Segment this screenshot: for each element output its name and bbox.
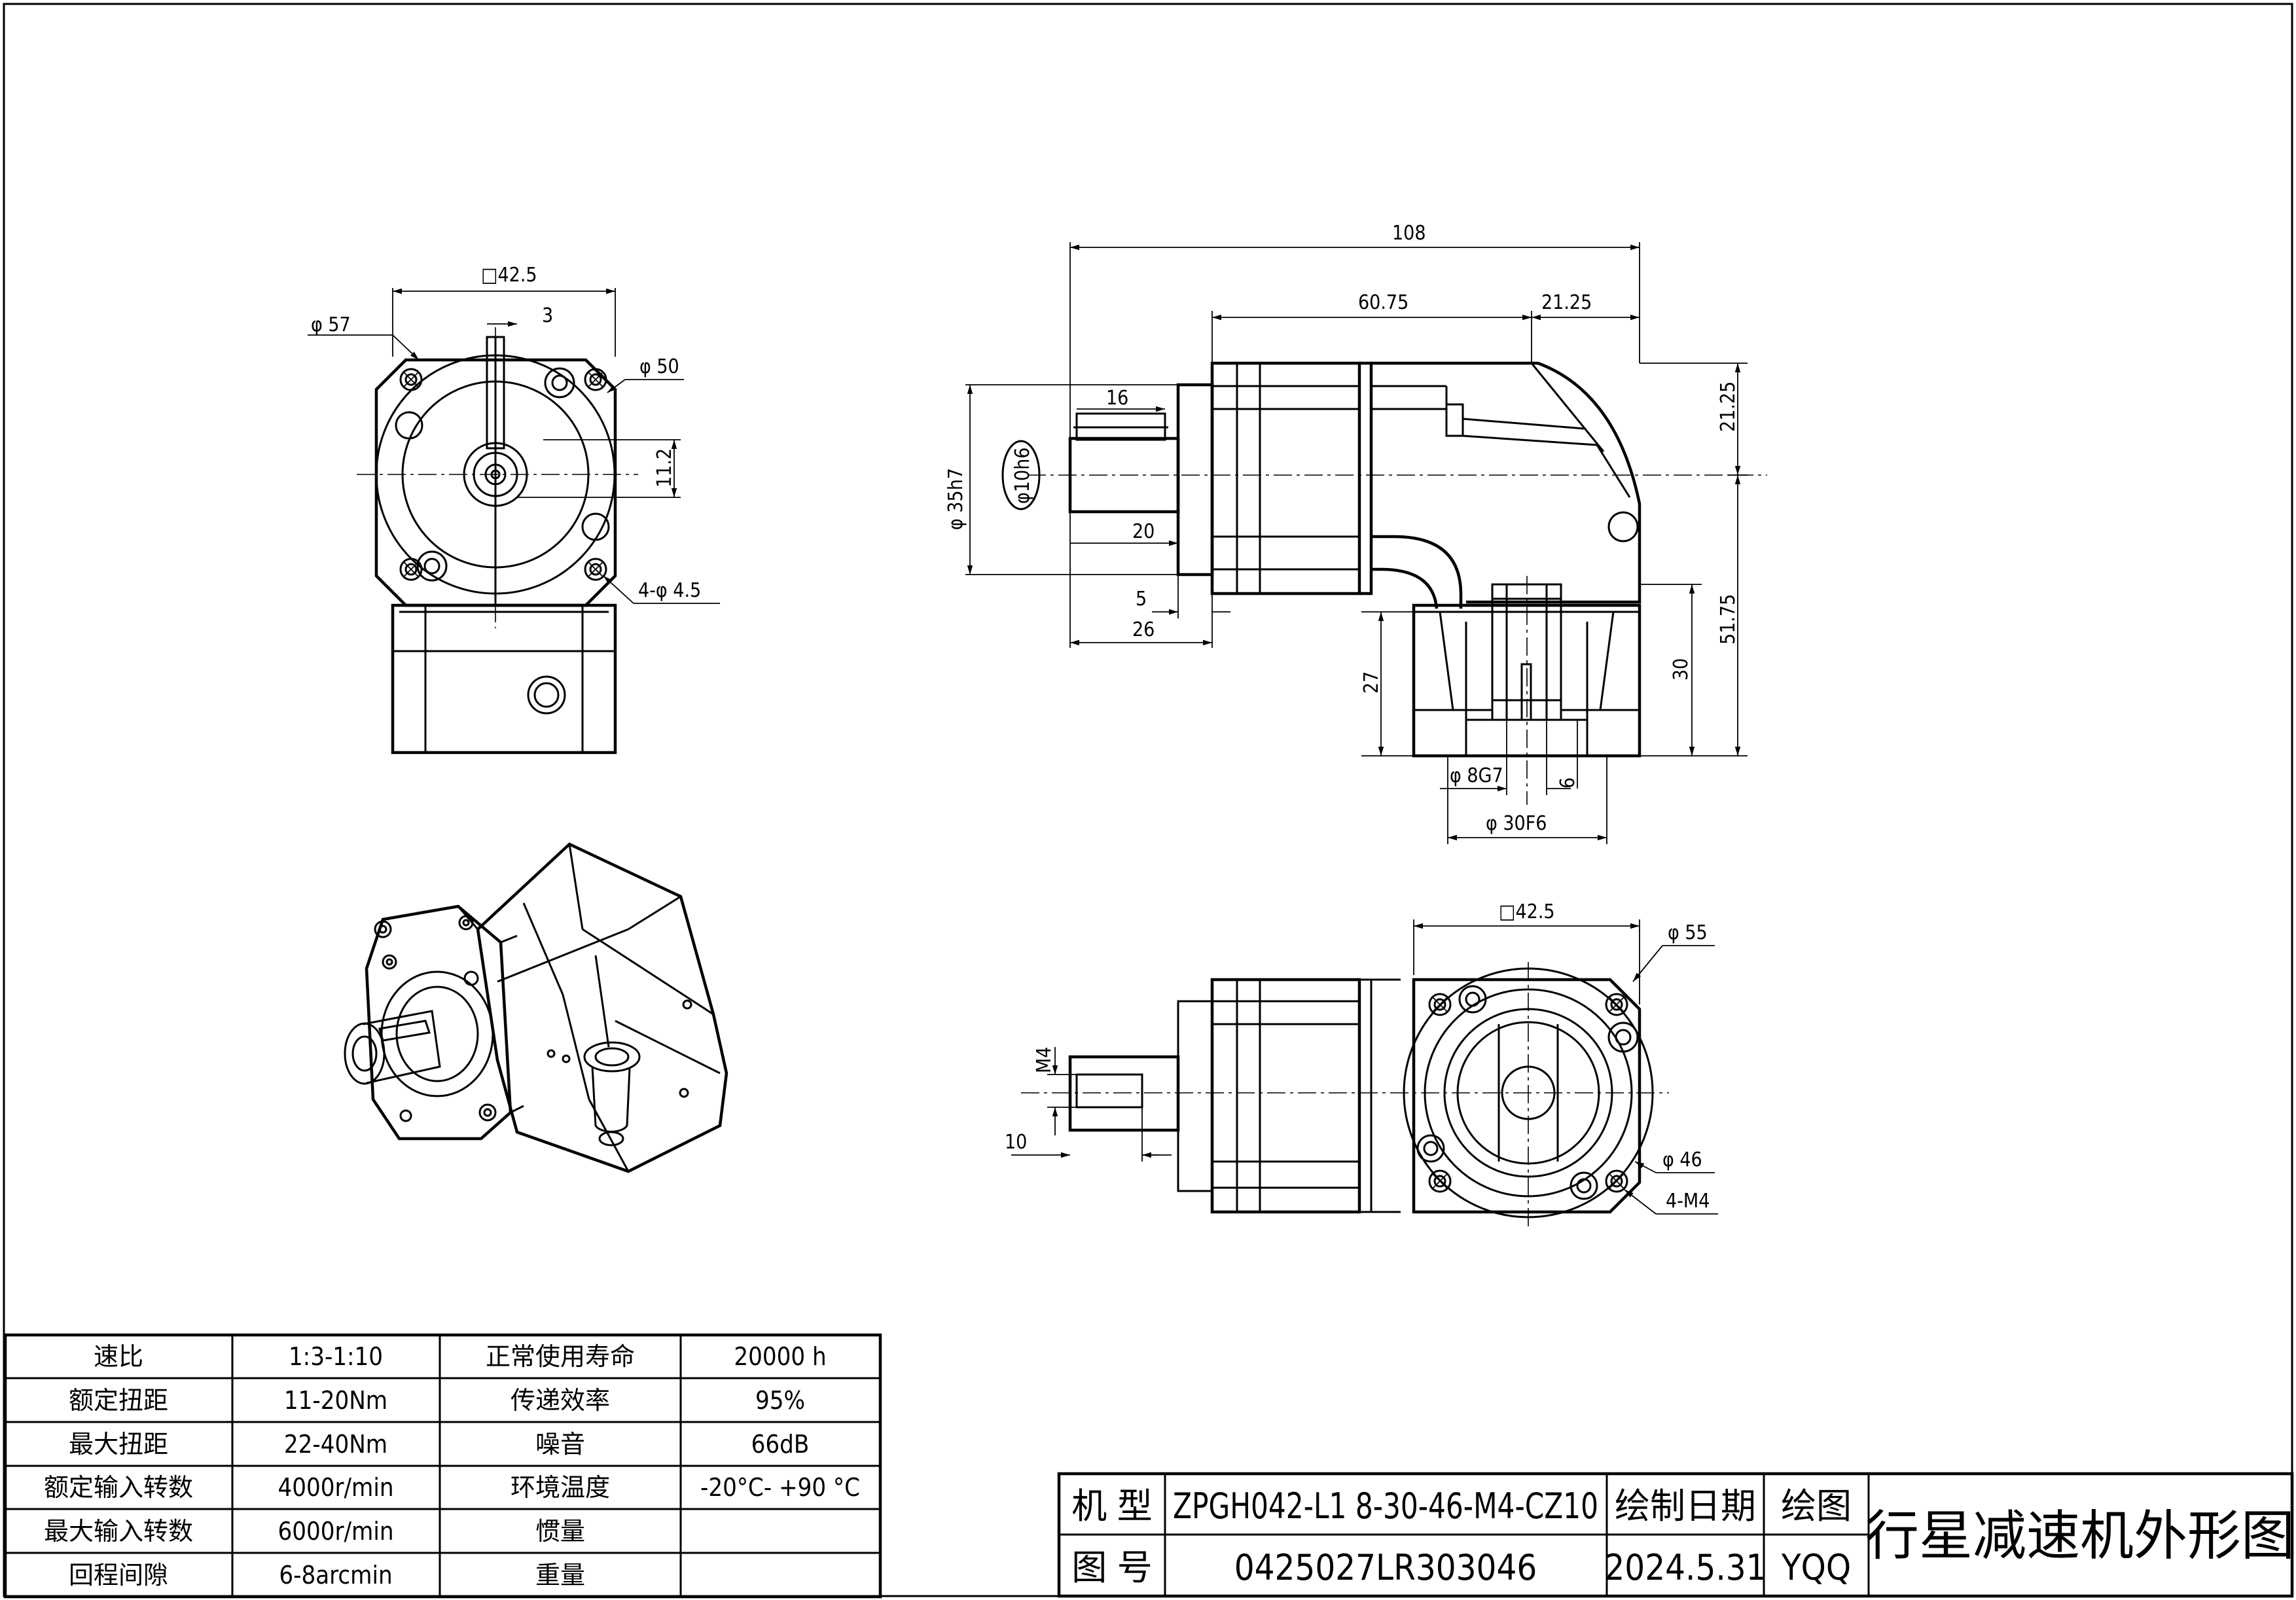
isometric-view — [344, 842, 728, 1173]
spec-value: 66dB — [751, 1430, 810, 1459]
spec-row: 额定输入转数 4000r/min 环境温度 -20°C- +90 °C — [44, 1473, 860, 1502]
spec-value: 22-40Nm — [284, 1430, 387, 1459]
drawn-value: YQQ — [1781, 1547, 1851, 1588]
spec-value: 6-8arcmin — [279, 1561, 392, 1590]
spec-row: 回程间隙 6-8arcmin 重量 — [69, 1561, 585, 1590]
spec-label: 最大输入转数 — [44, 1517, 193, 1546]
spec-value: -20°C- +90 °C — [700, 1473, 860, 1502]
spec-label: 最大扭距 — [69, 1430, 168, 1459]
spec-label: 额定输入转数 — [44, 1473, 193, 1502]
spec-value: 4000r/min — [278, 1473, 393, 1502]
side-flange-depth-dim: 27 — [1360, 671, 1383, 694]
spec-label: 噪音 — [535, 1430, 585, 1459]
side-pilot-len-dim: 5 — [1136, 588, 1147, 611]
spec-label: 传递效率 — [511, 1386, 610, 1415]
front-holes-dim: 4-φ 4.5 — [638, 579, 701, 602]
spec-row: 速比 1:3-1:10 正常使用寿命 20000 h — [94, 1342, 827, 1371]
bottom-pcd-bolt-dim: φ 46 — [1662, 1148, 1702, 1171]
side-view: 108 60.75 21.25 16 φ 35h7 φ10h6 20 5 26 … — [944, 222, 1767, 844]
spec-value: 20000 h — [734, 1342, 826, 1371]
date-value: 2024.5.31 — [1604, 1547, 1766, 1588]
side-key-depth-dim: 6 — [1556, 777, 1579, 789]
drawing-no-value: 0425027LR303046 — [1234, 1547, 1537, 1588]
side-shaft-len-dim: 20 — [1132, 520, 1155, 543]
front-key-height-dim: 11.2 — [653, 448, 676, 488]
spec-label: 回程间隙 — [69, 1561, 168, 1590]
side-lower-height-dim: 51.75 — [1717, 594, 1740, 645]
bottom-view: □42.5 φ 55 M4 10 φ 46 4-M4 — [1005, 900, 1718, 1230]
spec-label: 环境温度 — [511, 1473, 610, 1502]
side-key-length-dim: 16 — [1106, 387, 1128, 410]
side-shaft-total-dim: 26 — [1132, 618, 1155, 641]
spec-label: 速比 — [94, 1342, 143, 1371]
drawing-title: 行星减速机外形图 — [1865, 1505, 2295, 1567]
front-square-dim: □42.5 — [481, 264, 537, 287]
spec-label: 重量 — [535, 1561, 585, 1590]
spec-label: 额定扭距 — [69, 1386, 168, 1415]
side-pilot-dim: φ 35h7 — [944, 468, 967, 530]
spec-label: 正常使用寿命 — [486, 1342, 635, 1371]
side-spigot-dim: φ 30F6 — [1486, 812, 1547, 835]
drawn-label: 绘图 — [1781, 1485, 1852, 1527]
model-value: ZPGH042-L1 8-30-46-M4-CZ10 — [1173, 1485, 1598, 1527]
spec-value: 1:3-1:10 — [289, 1342, 383, 1371]
side-total-length-dim: 108 — [1392, 222, 1426, 245]
side-bore-depth-dim: 30 — [1670, 658, 1693, 681]
bottom-pcd-outer-dim: φ 55 — [1668, 921, 1708, 944]
bottom-tap-dim: M4 — [1033, 1047, 1056, 1073]
date-label: 绘制日期 — [1615, 1485, 1756, 1527]
bottom-holes-dim: 4-M4 — [1666, 1190, 1710, 1213]
spec-table: 速比 1:3-1:10 正常使用寿命 20000 h 额定扭距 11-20Nm … — [3, 1333, 882, 1599]
side-upper-height-dim: 21.25 — [1717, 382, 1740, 432]
spec-value: 95% — [755, 1386, 805, 1415]
side-bore-dim: φ 8G7 — [1450, 764, 1503, 787]
spec-value: 11-20Nm — [284, 1386, 387, 1415]
spec-row: 最大扭距 22-40Nm 噪音 66dB — [69, 1430, 809, 1459]
spec-label: 惯量 — [535, 1517, 585, 1546]
bottom-square-dim: □42.5 — [1499, 900, 1555, 923]
model-label: 机 型 — [1071, 1485, 1152, 1527]
front-view: □42.5 3 φ 57 φ 50 11.2 4-φ 4.5 — [308, 264, 720, 755]
front-pcd-outer-dim: φ 57 — [311, 313, 351, 336]
side-shaft-dim: φ10h6 — [1011, 448, 1034, 504]
title-block: 机 型 ZPGH042-L1 8-30-46-M4-CZ10 绘制日期 绘图 图… — [1057, 1472, 2295, 1598]
drawing-no-label: 图 号 — [1071, 1547, 1152, 1588]
front-pcd-bolt-dim: φ 50 — [639, 355, 679, 378]
side-body-length-dim: 60.75 — [1358, 291, 1408, 314]
spec-value: 6000r/min — [278, 1517, 393, 1546]
spec-row: 最大输入转数 6000r/min 惯量 — [44, 1517, 585, 1546]
spec-row: 额定扭距 11-20Nm 传递效率 95% — [69, 1386, 805, 1415]
bottom-tap-depth-dim: 10 — [1005, 1131, 1027, 1154]
front-key-width-dim: 3 — [542, 304, 553, 327]
side-cap-length-dim: 21.25 — [1541, 291, 1592, 314]
